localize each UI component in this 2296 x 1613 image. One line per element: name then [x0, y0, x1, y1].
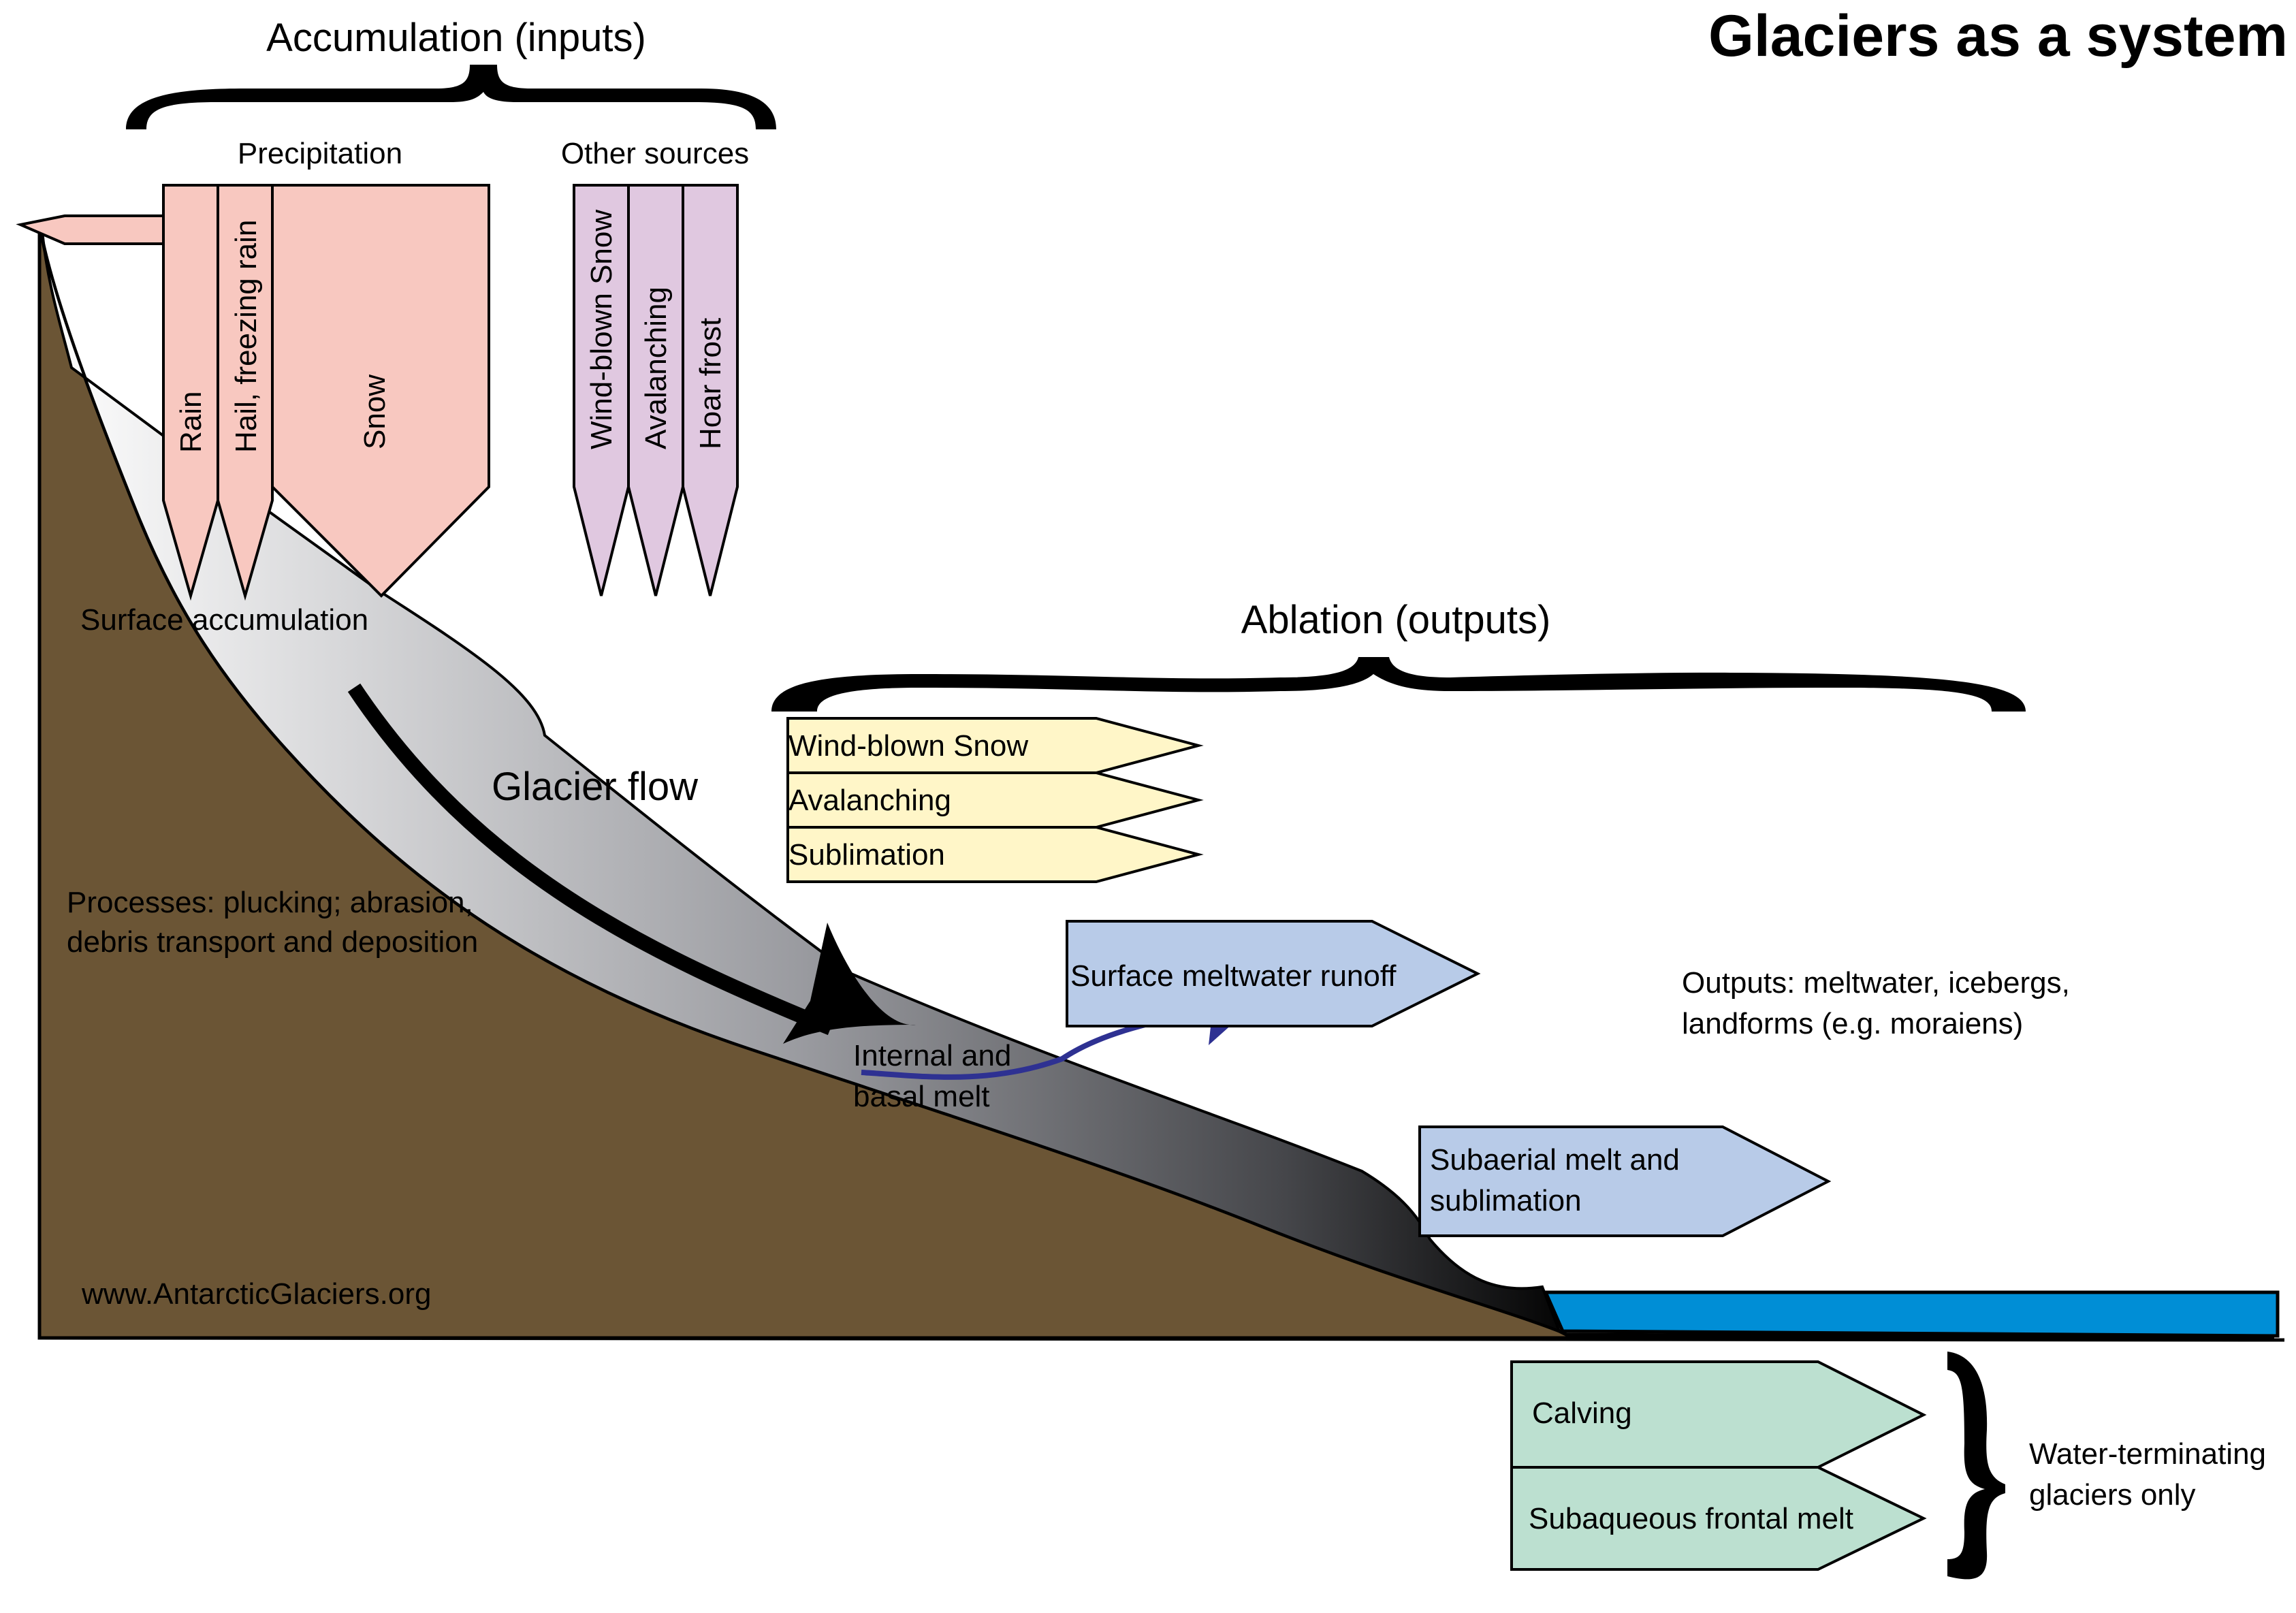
hoar-frost-arrow — [682, 184, 739, 596]
website-credit: www.AntarcticGlaciers.org — [81, 1277, 431, 1311]
water-terminating-note-line1: Water-terminating — [2029, 1437, 2266, 1471]
wind-blown-snow-output-arrow — [786, 717, 1204, 774]
ground-line — [39, 1336, 2285, 1342]
surface-meltwater-runoff-label: Surface meltwater runoff — [1070, 959, 1397, 993]
processes-note-line1: Processes: plucking; abrasion, — [67, 886, 473, 919]
subaerial-melt-arrow — [1418, 1125, 1832, 1237]
accumulation-brace — [126, 65, 776, 129]
subaqueous-frontal-melt-arrow — [1510, 1466, 1927, 1571]
processes-note-line2: debris transport and deposition — [67, 925, 478, 959]
internal-melt-label-line1: Internal and — [853, 1039, 1011, 1072]
glacier-flow-arrow — [347, 683, 834, 1036]
surface-accumulation-label: Surface accumulation — [80, 603, 368, 637]
precipitation-feed-arrow — [16, 185, 165, 245]
precipitation-label: Precipitation — [238, 137, 402, 170]
water-terminating-brace — [1947, 1352, 2005, 1580]
outputs-note-line2: landforms (e.g. moraiens) — [1682, 1007, 2023, 1040]
hail-label: Hail, freezing rain — [229, 220, 263, 453]
water-terminating-note-line2: glaciers only — [2029, 1478, 2196, 1512]
outputs-note-line1: Outputs: meltwater, icebergs, — [1682, 966, 2070, 1000]
sublimation-output-label: Sublimation — [788, 838, 945, 872]
wind-blown-snow-input-arrow — [573, 184, 630, 596]
snow-arrow — [271, 184, 490, 598]
avalanching-output-label: Avalanching — [788, 784, 951, 817]
ablation-heading: Ablation (outputs) — [1241, 598, 1551, 642]
rain-label: Rain — [174, 392, 208, 453]
subaerial-melt-label-line2: sublimation — [1430, 1184, 1582, 1217]
avalanching-input-label: Avalanching — [639, 287, 673, 449]
calving-label: Calving — [1532, 1396, 1632, 1430]
diagram-title: Glaciers as a system — [1708, 3, 2288, 69]
rain-arrow — [162, 184, 219, 601]
surface-meltwater-runoff-arrow — [1066, 920, 1481, 1027]
avalanching-input-arrow — [627, 184, 684, 596]
hail-arrow — [217, 184, 274, 601]
subaqueous-frontal-melt-label: Subaqueous frontal melt — [1529, 1502, 1853, 1535]
sublimation-output-arrow — [786, 826, 1204, 883]
water-body — [1543, 1290, 2280, 1338]
glacier-flow-arrowhead — [783, 923, 916, 1044]
wind-blown-snow-output-label: Wind-blown Snow — [788, 729, 1028, 763]
internal-melt-label-line2: basal melt — [853, 1080, 990, 1113]
snow-label: Snow — [358, 374, 392, 449]
subaerial-melt-label-line1: Subaerial melt and — [1430, 1143, 1680, 1177]
wind-blown-snow-input-label: Wind-blown Snow — [585, 210, 618, 449]
glacier-flow-label: Glacier flow — [492, 765, 699, 809]
ablation-brace — [771, 657, 2026, 712]
hoar-frost-label: Hoar frost — [694, 318, 727, 449]
calving-arrow — [1510, 1360, 1927, 1469]
accumulation-heading: Accumulation (inputs) — [266, 16, 646, 60]
avalanching-output-arrow — [786, 771, 1204, 829]
glacier-ice — [38, 224, 1562, 1334]
other-sources-label: Other sources — [561, 137, 749, 170]
